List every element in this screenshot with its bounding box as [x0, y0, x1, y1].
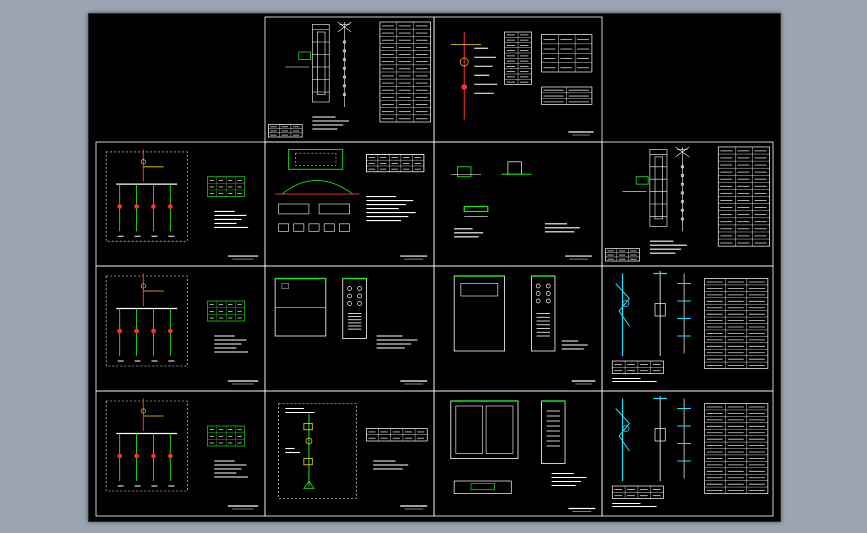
drawing-sheet-r2c1[interactable] [264, 265, 435, 392]
drawing-sheet-r2c2[interactable] [433, 265, 603, 392]
drawing-sheet-r3c2[interactable] [433, 390, 603, 517]
drawing-sheet-r1c3[interactable] [601, 141, 774, 267]
drawing-sheet-grid [95, 16, 774, 517]
drawing-sheet-r1c1[interactable] [264, 141, 435, 267]
drawing-sheet-r3c0[interactable] [95, 390, 266, 517]
drawing-sheet-r3c3[interactable] [601, 390, 774, 517]
cad-drawing-canvas[interactable] [88, 13, 781, 522]
drawing-sheet-r0c2[interactable] [433, 16, 603, 143]
drawing-sheet-r2c3[interactable] [601, 265, 774, 392]
drawing-sheet-r1c2[interactable] [433, 141, 603, 267]
drawing-sheet-r2c0[interactable] [95, 265, 266, 392]
drawing-sheet-r1c0[interactable] [95, 141, 266, 267]
drawing-sheet-r0c1[interactable] [264, 16, 435, 143]
drawing-sheet-r3c1[interactable] [264, 390, 435, 517]
